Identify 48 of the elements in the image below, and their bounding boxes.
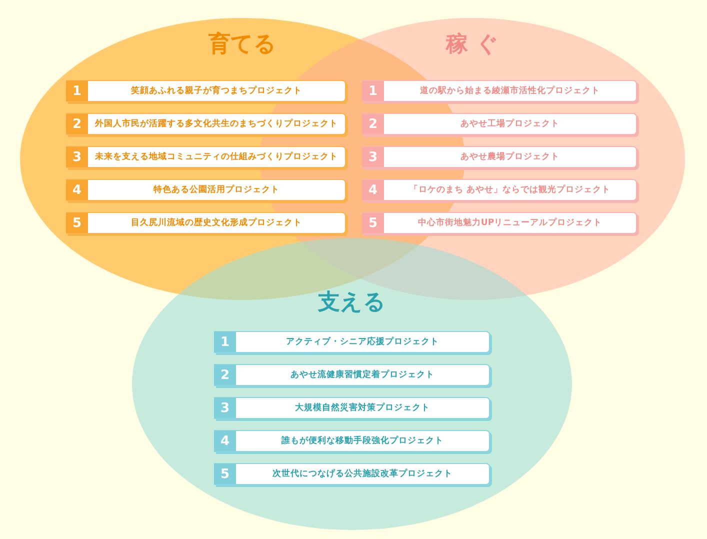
item-number: 2	[214, 365, 236, 385]
group-title: 支える	[318, 290, 386, 316]
project-card	[214, 463, 490, 485]
project-title: 「ロケのまち あやせ」ならでは観光プロジェクト	[408, 184, 612, 197]
project-title: 誰もが便利な移動手段強化プロジェクト	[280, 434, 444, 448]
project-card	[362, 113, 637, 135]
group-title: 育てる	[208, 32, 276, 58]
project-card	[66, 80, 346, 102]
project-card	[214, 364, 490, 386]
project-card	[362, 146, 637, 168]
project-title: 外国人市民が活躍する多文化共生のまちづくりプロジェクト	[94, 118, 339, 131]
item-number: 3	[362, 147, 384, 167]
item-number: 1	[362, 81, 384, 101]
project-card	[214, 430, 490, 452]
project-title: 次世代につなげる公共施設改革プロジェクト	[272, 468, 454, 481]
item-number: 5	[66, 213, 88, 233]
project-title: 中心市街地魅力UPリニューアルプロジェクト	[416, 216, 604, 230]
project-title: 笑顔あふれる親子が育つまちプロジェクト	[130, 84, 303, 98]
item-number: 5	[214, 464, 236, 484]
project-card	[66, 212, 346, 234]
item-number: 3	[66, 147, 88, 167]
item-number: 5	[362, 213, 384, 233]
project-card	[362, 179, 637, 201]
project-title: あやせ工場プロジェクト	[460, 118, 560, 131]
project-card	[214, 397, 490, 419]
project-card	[214, 331, 490, 353]
project-card	[66, 113, 346, 135]
project-card	[362, 80, 637, 102]
project-title: 大規模自然災害対策プロジェクト	[294, 402, 431, 415]
project-card	[66, 146, 346, 168]
item-number: 1	[66, 81, 88, 101]
item-number: 3	[214, 398, 236, 418]
group-title: 稼 ぐ	[446, 32, 499, 58]
project-title: アクティブ・シニア応援プロジェクト	[285, 336, 440, 349]
project-card	[362, 212, 637, 234]
item-number: 1	[214, 332, 236, 352]
project-title: 未来を支える地域コミュニティの仕組みづくりプロジェクト	[94, 150, 339, 164]
project-title: 目久尻川流域の歴史文化形成プロジェクト	[130, 216, 303, 230]
item-number: 2	[362, 114, 384, 134]
project-title: 特色ある公園活用プロジェクト	[152, 184, 280, 197]
project-card	[66, 179, 346, 201]
item-number: 4	[362, 180, 384, 200]
project-title: あやせ流健康習慣定着プロジェクト	[290, 368, 436, 382]
item-number: 2	[66, 114, 88, 134]
item-number: 4	[214, 431, 236, 451]
project-title: あやせ農場プロジェクト	[460, 150, 560, 164]
project-title: 道の駅から始まる綾瀬市活性化プロジェクト	[419, 84, 601, 98]
item-number: 4	[66, 180, 88, 200]
